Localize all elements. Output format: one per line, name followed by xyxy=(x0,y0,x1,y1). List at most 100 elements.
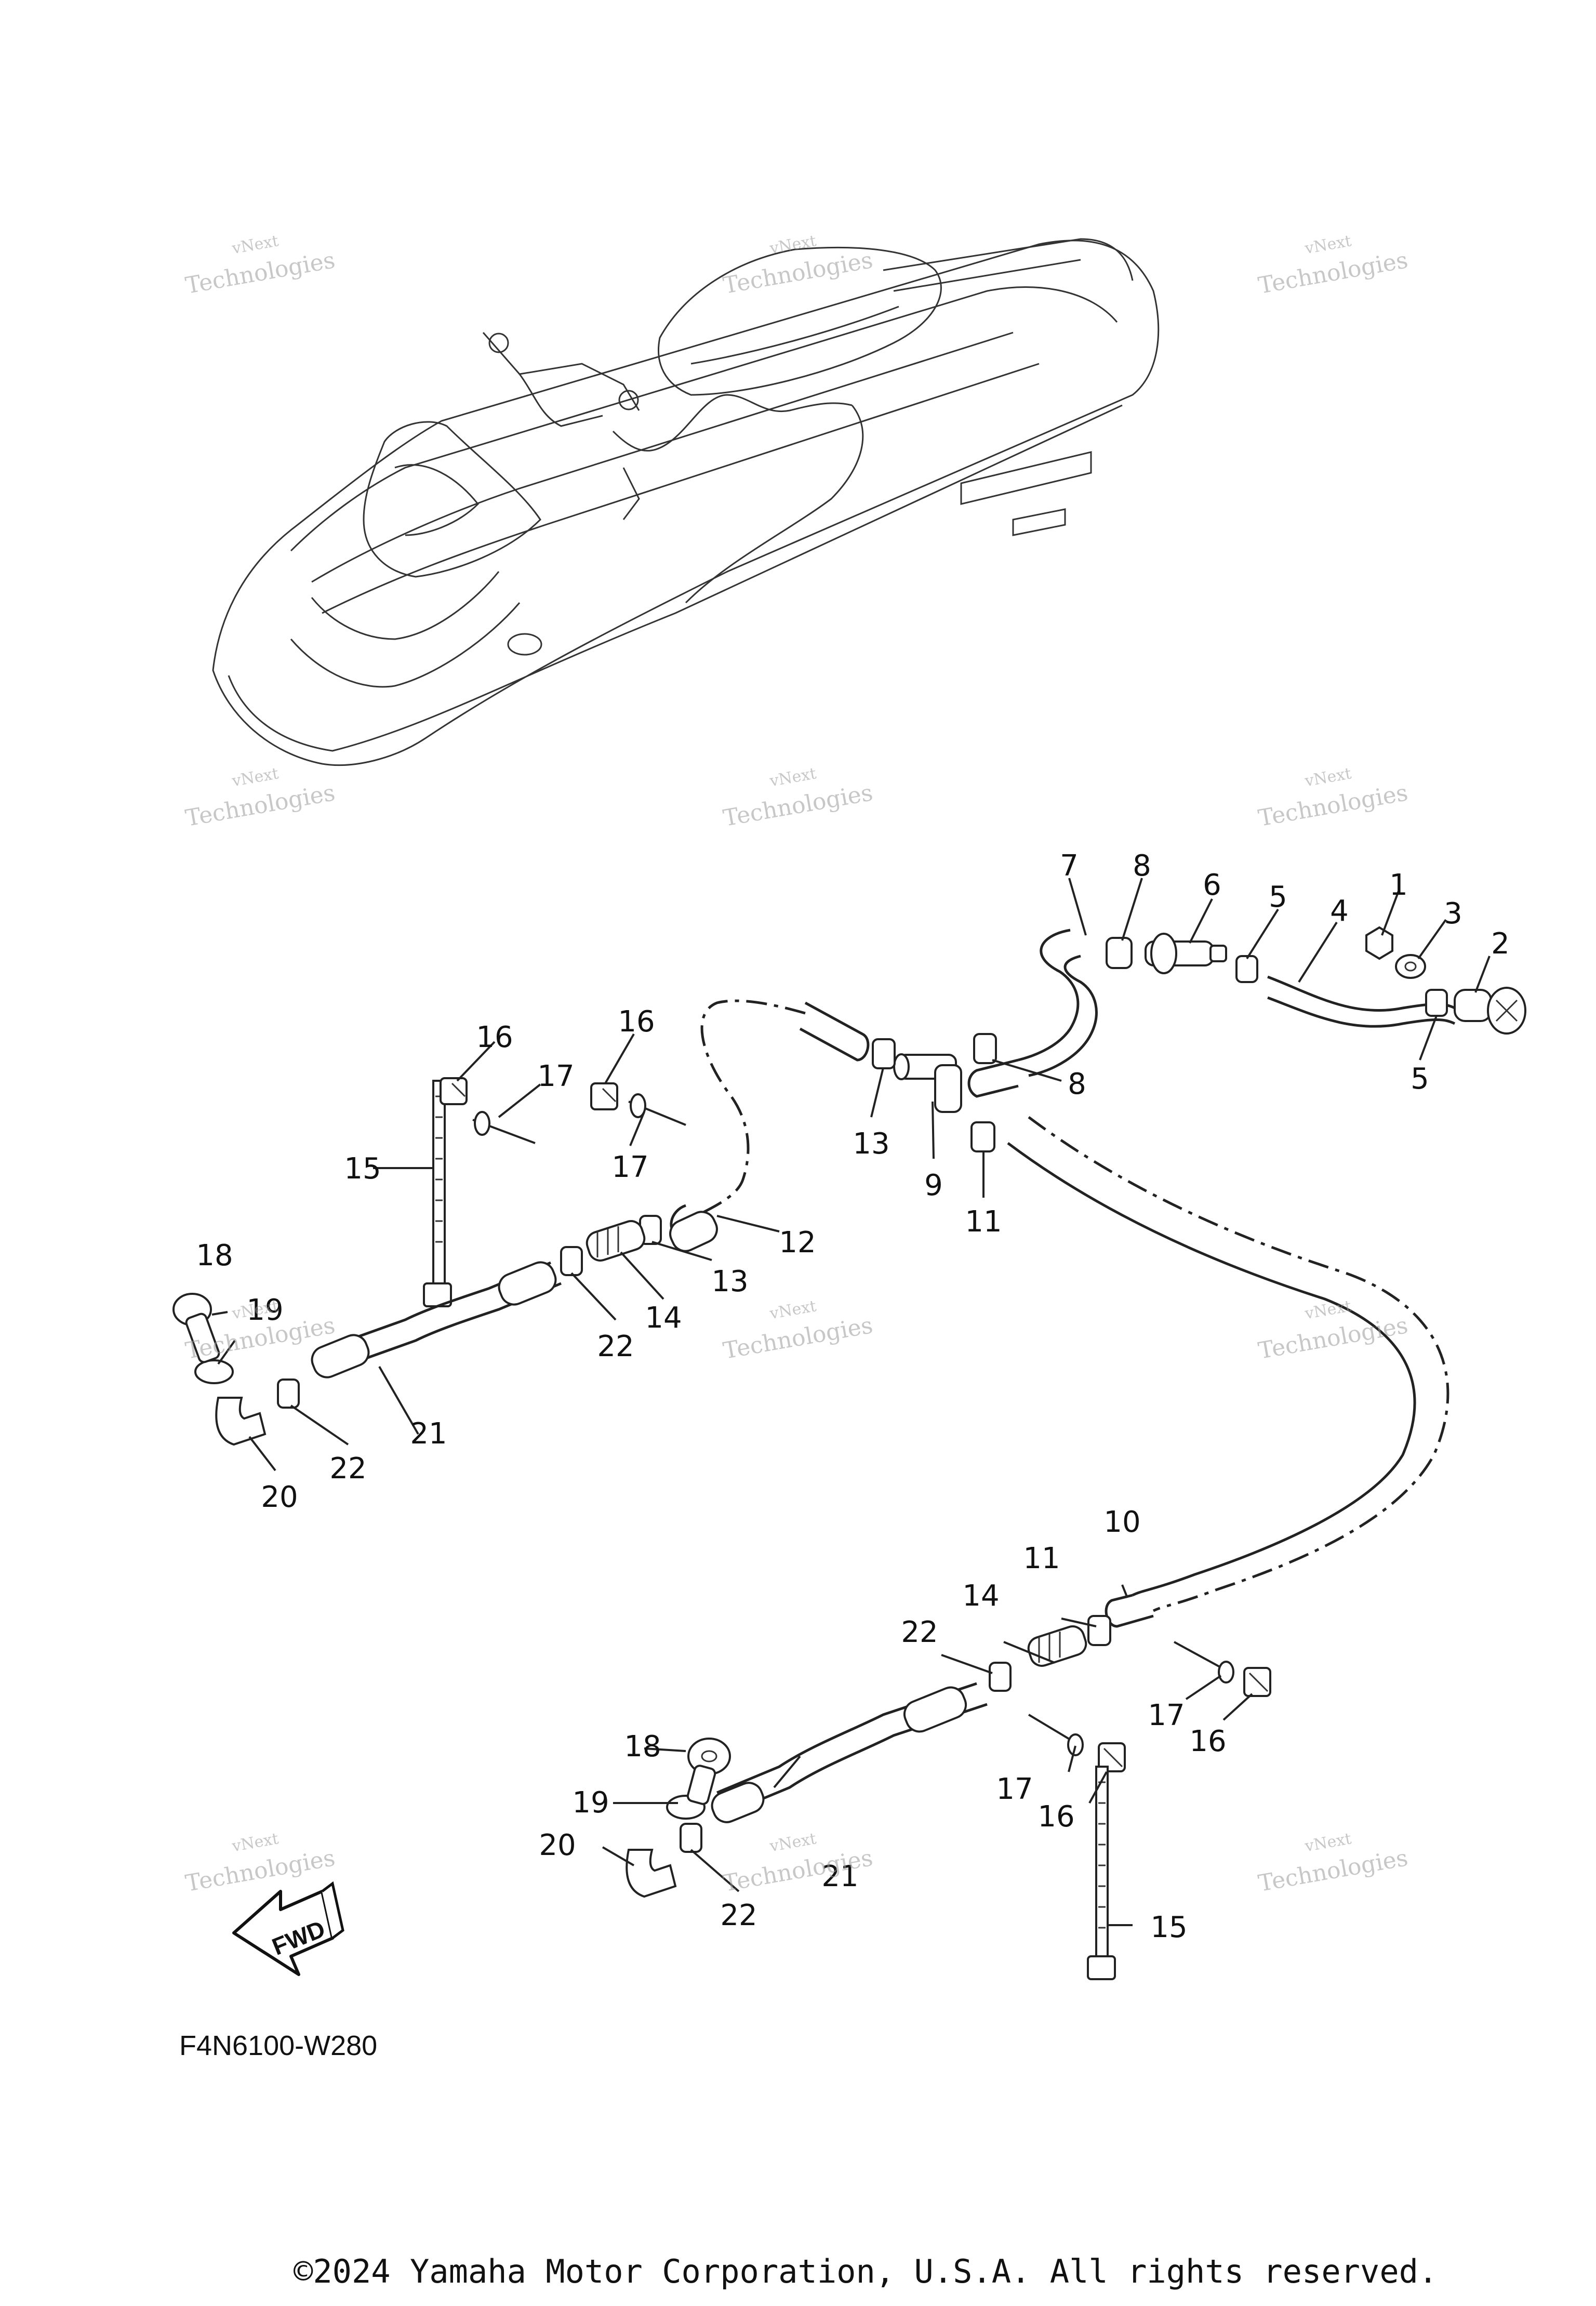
watermark-9: vNext Technologies xyxy=(1256,1297,1410,1364)
watermark-11-line1: vNext xyxy=(768,1830,818,1856)
callout-15-right: 15 xyxy=(1150,1911,1187,1944)
t-joint-9 xyxy=(893,1053,962,1113)
callout-5-upper: 5 xyxy=(1269,880,1287,914)
callout-10: 10 xyxy=(1103,1505,1140,1539)
hose-holder-16-right-a xyxy=(1243,1667,1271,1697)
callout-14-left: 14 xyxy=(645,1301,682,1335)
callout-17-left-b: 17 xyxy=(611,1150,648,1184)
watermark-6-line1: vNext xyxy=(1303,764,1353,790)
hose-clamp-22-right-lower xyxy=(680,1823,702,1853)
callout-21-left: 21 xyxy=(410,1417,447,1451)
copyright-notice: ©2024 Yamaha Motor Corporation, U.S.A. A… xyxy=(294,2252,1438,2290)
nut-1 xyxy=(1365,926,1393,960)
washer-3 xyxy=(1395,954,1426,979)
hose-holder-16-right-b xyxy=(1098,1742,1126,1772)
callout-16-right-b: 16 xyxy=(1038,1800,1074,1834)
callout-21-right: 21 xyxy=(821,1860,858,1893)
callout-11-lower: 11 xyxy=(1023,1542,1060,1575)
rivet-17-right-a xyxy=(1174,1641,1234,1684)
cable-tie-15-right xyxy=(1087,1766,1116,1980)
watermark-12-line1: vNext xyxy=(1303,1830,1353,1856)
hose-clamp-13-upper xyxy=(872,1038,896,1069)
watermark-12-line2: Technologies xyxy=(1256,1845,1410,1897)
callout-3: 3 xyxy=(1444,897,1462,931)
callout-19-right: 19 xyxy=(572,1786,609,1820)
watermark-1-line1: vNext xyxy=(230,232,280,258)
callout-9: 9 xyxy=(924,1169,943,1202)
hose-joint-14-left xyxy=(586,1220,646,1262)
watercraft-illustration xyxy=(212,238,1160,766)
watermark-2-line1: vNext xyxy=(768,232,818,258)
watermark-10: vNext Technologies xyxy=(183,1830,337,1897)
callout-11-upper: 11 xyxy=(965,1205,1002,1239)
hose-fitting-2 xyxy=(1454,987,1526,1035)
callout-8-lower: 8 xyxy=(1068,1067,1086,1101)
right-bilge-assembly xyxy=(626,1615,1271,1980)
hose-holder-16-left-a xyxy=(440,1077,468,1105)
callout-22-upper: 22 xyxy=(597,1330,634,1363)
elbow-20-right xyxy=(626,1849,677,1898)
watermark-9-line2: Technologies xyxy=(1256,1312,1410,1364)
drain-plug-18-right xyxy=(686,1738,731,1805)
drain-plug-18-left xyxy=(172,1293,220,1363)
watermark-2: vNext Technologies xyxy=(721,232,875,299)
watermark-6: vNext Technologies xyxy=(1256,764,1410,832)
hose-clamp-5-lower xyxy=(1425,989,1448,1017)
leader-lines xyxy=(211,878,1491,1926)
callout-6: 6 xyxy=(1203,868,1221,902)
callout-13-lower: 13 xyxy=(711,1265,748,1298)
watermark-3-line2: Technologies xyxy=(1256,247,1410,299)
callout-17-right-a: 17 xyxy=(1148,1699,1185,1732)
diagram-code: F4N6100-W280 xyxy=(179,2030,377,2061)
callout-13-upper: 13 xyxy=(853,1127,889,1161)
watermark-9-line1: vNext xyxy=(1303,1297,1353,1323)
cable-tie-15-left xyxy=(423,1080,452,1307)
watermark-3-line1: vNext xyxy=(1303,232,1353,258)
callout-12: 12 xyxy=(779,1226,816,1260)
callout-16-right-a: 16 xyxy=(1189,1725,1226,1758)
hose-clamp-22-right-upper xyxy=(989,1662,1012,1692)
watermark-1: vNext Technologies xyxy=(183,232,337,299)
upper-hose-assembly xyxy=(670,926,1526,1628)
rivet-17-left-a xyxy=(472,1111,536,1144)
hose-clamp-8-lower xyxy=(973,1033,997,1064)
callout-20-left: 20 xyxy=(261,1480,298,1514)
callout-18-right: 18 xyxy=(624,1730,661,1764)
hose-clamp-22-upper xyxy=(560,1246,583,1276)
hose-clamp-22-left xyxy=(277,1379,300,1409)
callout-22-right-upper: 22 xyxy=(901,1615,938,1649)
callout-17-right-b: 17 xyxy=(996,1772,1033,1806)
watermark-5-line1: vNext xyxy=(768,764,818,790)
callout-15-left: 15 xyxy=(344,1152,381,1186)
callout-7: 7 xyxy=(1060,849,1079,883)
hose-clamp-5-upper xyxy=(1235,955,1258,983)
watermark-8-line2: Technologies xyxy=(721,1312,875,1364)
watermark-4-line2: Technologies xyxy=(183,779,337,832)
callout-8-upper: 8 xyxy=(1133,849,1151,883)
clamp-19-left xyxy=(194,1359,234,1384)
hose-joint-14-right xyxy=(1027,1625,1087,1667)
watermark-3: vNext Technologies xyxy=(1256,232,1410,299)
callout-22-right-lower: 22 xyxy=(720,1899,757,1932)
watermark-6-line2: Technologies xyxy=(1256,779,1410,832)
hose-holder-16-left-b xyxy=(590,1082,618,1110)
hose-clamp-11-upper xyxy=(970,1121,995,1152)
callout-numbers: 1 2 3 4 5 5 6 7 8 8 9 10 11 11 12 13 13 … xyxy=(196,849,1509,1944)
callout-17-left-a: 17 xyxy=(537,1059,574,1093)
callout-5-lower: 5 xyxy=(1411,1062,1429,1096)
watermark-10-line2: Technologies xyxy=(183,1845,337,1897)
fwd-arrow-icon: FWD xyxy=(232,1881,344,1976)
watermark-10-line1: vNext xyxy=(230,1830,280,1856)
callout-22-left: 22 xyxy=(329,1452,366,1486)
watermark-8-line1: vNext xyxy=(768,1297,818,1323)
rivet-17-right-b xyxy=(1028,1714,1084,1756)
callout-20-right: 20 xyxy=(539,1828,576,1862)
callout-16-left-b: 16 xyxy=(618,1005,655,1039)
hose-clamp-8 xyxy=(1106,937,1133,969)
rivet-17-left-b xyxy=(628,1093,686,1126)
callout-18-left: 18 xyxy=(196,1239,233,1273)
callout-4: 4 xyxy=(1330,894,1349,928)
callout-19-left: 19 xyxy=(246,1293,283,1327)
watermark-2-line2: Technologies xyxy=(721,247,875,299)
